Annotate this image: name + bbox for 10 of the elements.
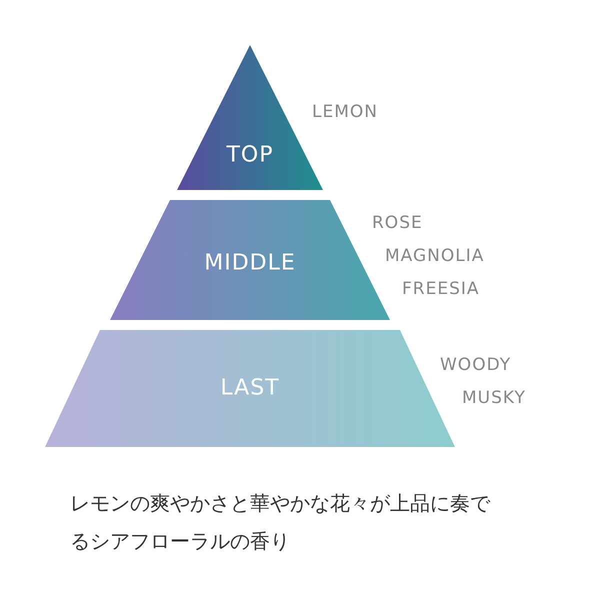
note-label: WOODY [440, 355, 512, 375]
note-label: MAGNOLIA [385, 246, 484, 266]
tier-label: TOP [226, 142, 274, 168]
note-label: ROSE [372, 213, 423, 233]
tier-label: LAST [220, 376, 280, 400]
caption: レモンの爽やかさと華やかな花々が上品に奏でるシアフローラルの香り [70, 490, 490, 555]
tier-label: MIDDLE [204, 250, 296, 276]
note-label: MUSKY [462, 388, 526, 408]
note-label: LEMON [312, 102, 378, 122]
note-label: FREESIA [402, 279, 480, 299]
